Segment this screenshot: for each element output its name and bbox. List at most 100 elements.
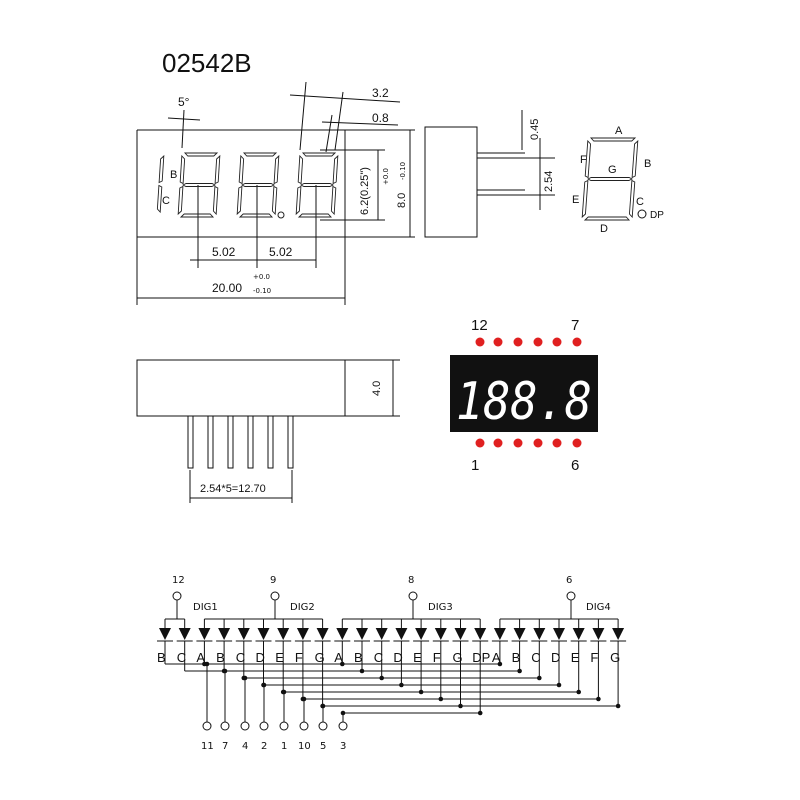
- pin: [287, 415, 294, 469]
- pin-dot: [572, 337, 582, 347]
- segment-b: [631, 139, 639, 179]
- segment-a: [183, 152, 219, 157]
- segment-g: [181, 183, 217, 187]
- pin-label-12: 12: [471, 317, 488, 334]
- segment-pin-label: 4: [242, 741, 248, 752]
- pin-terminal: [240, 721, 250, 731]
- display-body: [450, 355, 598, 432]
- segment-label: C: [531, 650, 540, 665]
- decimal-point: [277, 211, 285, 219]
- diode-symbol: [218, 628, 231, 640]
- side-view: 0.45 2.54: [424, 110, 555, 238]
- diode-symbol: [474, 628, 487, 640]
- segment-label: G: [610, 650, 620, 665]
- diode-symbol: [553, 628, 565, 640]
- segment-label: E: [571, 650, 580, 665]
- diode-symbol: [257, 628, 270, 640]
- segment-a: [589, 137, 637, 142]
- segment-g: [299, 183, 335, 187]
- segment-e: [295, 185, 302, 216]
- diode-symbol: [572, 628, 585, 640]
- segment-label: C: [374, 650, 383, 665]
- diode-symbol: [198, 628, 211, 640]
- diode-symbol: [336, 628, 349, 640]
- pin-terminal: [259, 721, 269, 731]
- dim-0-8: 0.8: [372, 111, 389, 125]
- segment-label: F: [295, 650, 303, 665]
- pin-dot: [493, 438, 503, 448]
- pin-label-7: 7: [571, 317, 579, 334]
- diode-symbol: [415, 628, 428, 640]
- segment-a: [301, 152, 337, 157]
- segment-b: [158, 154, 165, 184]
- dim-3-2: 3.2: [372, 86, 389, 100]
- segment-g: [240, 183, 276, 187]
- common-pin-label: 9: [270, 575, 276, 586]
- segment-label: B: [354, 650, 363, 665]
- pin-terminal: [220, 721, 230, 731]
- pin-label-6: 6: [571, 457, 579, 474]
- segment-label: E: [275, 650, 284, 665]
- segment-b-label: B: [170, 169, 177, 181]
- segment-f: [584, 139, 592, 179]
- dim-width-tol-minus: -0.10: [253, 287, 271, 295]
- segment-f: [238, 154, 245, 185]
- segment-label-e: E: [572, 194, 579, 206]
- pin: [227, 415, 234, 469]
- segment-pin-label: 7: [222, 741, 228, 752]
- segment-label-c: C: [636, 196, 644, 208]
- segment-label: C: [177, 650, 186, 665]
- dim-width-tol-plus: +0.0: [253, 273, 270, 281]
- dim-height: 8.0: [396, 193, 408, 208]
- pin-dot: [493, 337, 503, 347]
- segment-c: [212, 185, 219, 216]
- segment-pin-label: 3: [340, 741, 346, 752]
- digit-label: DIG2: [290, 602, 315, 613]
- pin-dot: [552, 337, 562, 347]
- segment-label: C: [236, 650, 245, 665]
- segment-c: [271, 185, 278, 216]
- pin-dot: [513, 337, 523, 347]
- segment-label: B: [512, 650, 521, 665]
- pin-dot: [475, 337, 485, 347]
- segment-pin-label: 5: [320, 741, 326, 752]
- digit-label: DIG1: [193, 602, 218, 613]
- segment-b: [214, 154, 221, 185]
- segment-label-d: D: [600, 223, 608, 235]
- junction: [497, 661, 503, 667]
- pin-dot: [513, 438, 523, 448]
- diode-symbol: [316, 628, 329, 640]
- diode-symbol: [493, 628, 506, 640]
- diode-symbol: [533, 628, 546, 640]
- segment-e: [236, 185, 243, 216]
- segment-e: [581, 179, 589, 219]
- segment-label: B: [216, 650, 225, 665]
- pin-dot: [533, 438, 543, 448]
- angle-label: 5°: [178, 95, 190, 109]
- dim-pin-width: 0.45: [529, 119, 541, 140]
- diode-symbol: [612, 628, 625, 640]
- segment-pin-label: 1: [281, 741, 287, 752]
- diode-symbol: [513, 628, 526, 640]
- diode-symbol: [277, 628, 290, 640]
- pin-terminal: [172, 591, 182, 601]
- pin-terminal: [318, 721, 328, 731]
- segment-label: DP: [472, 650, 490, 665]
- pin-terminal: [338, 721, 348, 731]
- segment-label-b: B: [644, 158, 651, 170]
- segment-pin-label: 2: [261, 741, 267, 752]
- front-view: 5° B C 3.2 0.8 6.2(0.25") 8.0 +0.0 -0.10…: [136, 81, 415, 305]
- segment-label: F: [433, 650, 441, 665]
- segment-label: F: [590, 650, 598, 665]
- dim-pin-pitch: 2.54: [543, 171, 555, 192]
- display-readout: 188.8: [456, 372, 592, 432]
- segment-label: G: [453, 650, 463, 665]
- dim-digit-height: 6.2(0.25"): [359, 167, 371, 215]
- pin-terminal: [408, 591, 418, 601]
- pin-terminal: [279, 721, 289, 731]
- pin-dot: [475, 438, 485, 448]
- dim-pitch-2: 5.02: [269, 245, 293, 259]
- segment-b: [332, 154, 339, 185]
- segment-b: [273, 154, 280, 185]
